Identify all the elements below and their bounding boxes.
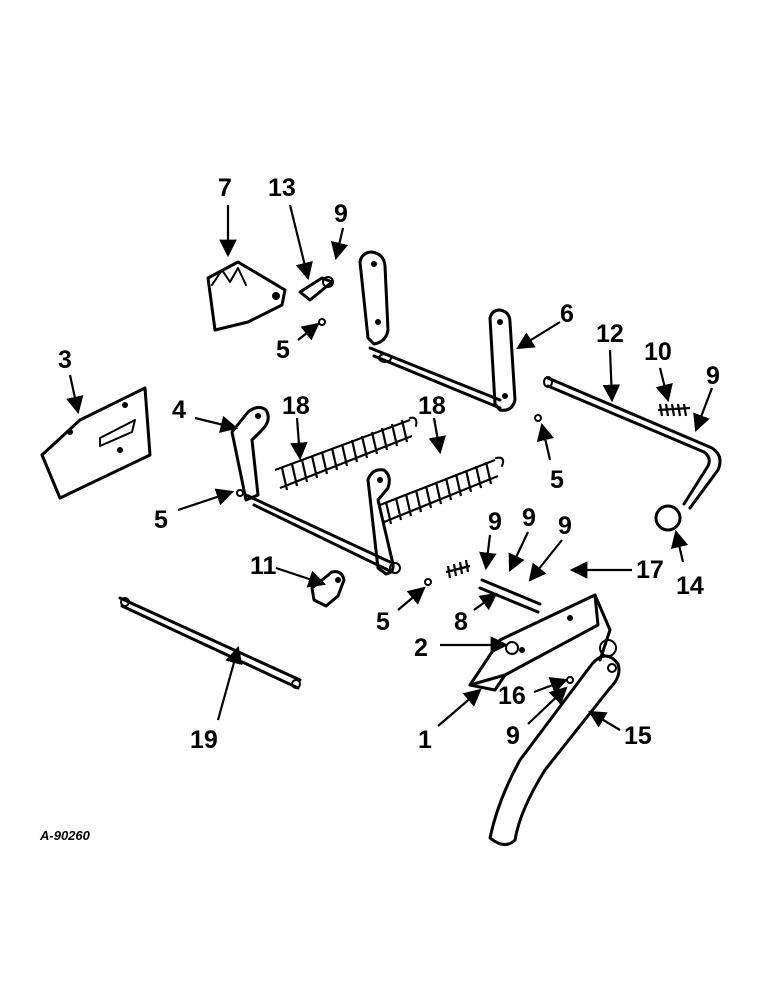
callout-9: 9 [506, 722, 520, 750]
callout-2: 2 [414, 634, 428, 662]
part-19-rod [118, 596, 302, 690]
callout-5: 5 [154, 506, 168, 534]
callout-9: 9 [706, 362, 720, 390]
callout-9: 9 [488, 508, 502, 536]
leader-lines [66, 204, 714, 731]
part-11-latch [310, 570, 346, 608]
part-1-bracket [468, 593, 617, 692]
callout-18: 18 [282, 392, 310, 420]
callout-18: 18 [418, 392, 446, 420]
callout-10: 10 [644, 338, 672, 366]
callout-9: 9 [334, 200, 348, 228]
part-18-spring-upper [274, 416, 418, 491]
part-8-pin [478, 578, 542, 614]
part-7-bracket [206, 260, 287, 332]
part-6-lever-assembly [358, 250, 517, 412]
part-15-lever [488, 654, 621, 846]
callouts: 7 13 9 5 3 4 18 18 6 12 10 9 5 5 9 9 9 1… [58, 174, 720, 754]
callout-4: 4 [172, 396, 186, 424]
part-12-rod [543, 376, 722, 510]
callout-6: 6 [560, 300, 574, 328]
callout-12: 12 [596, 320, 624, 348]
callout-13: 13 [268, 174, 296, 202]
callout-7: 7 [218, 174, 232, 202]
part-18-spring-lower [379, 456, 505, 525]
callout-16: 16 [498, 682, 526, 710]
callout-5: 5 [376, 608, 390, 636]
callout-3: 3 [58, 346, 72, 374]
callout-9: 9 [522, 504, 536, 532]
part-14-knob [654, 504, 682, 532]
callout-1: 1 [418, 726, 432, 754]
callout-17: 17 [636, 556, 664, 584]
callout-14: 14 [676, 572, 704, 600]
small-spring [445, 559, 471, 579]
callout-11: 11 [250, 552, 277, 580]
callout-15: 15 [624, 722, 652, 750]
callout-5: 5 [276, 336, 290, 364]
callout-19: 19 [190, 726, 218, 754]
callout-9: 9 [558, 512, 572, 540]
part-10-spring [657, 403, 691, 417]
part-13-clip [298, 276, 334, 302]
part-3-bracket [40, 386, 152, 500]
drawing-number: A-90260 [39, 828, 91, 843]
part-4-shaft-assembly [230, 405, 401, 576]
callout-5: 5 [550, 466, 564, 494]
callout-8: 8 [454, 608, 468, 636]
